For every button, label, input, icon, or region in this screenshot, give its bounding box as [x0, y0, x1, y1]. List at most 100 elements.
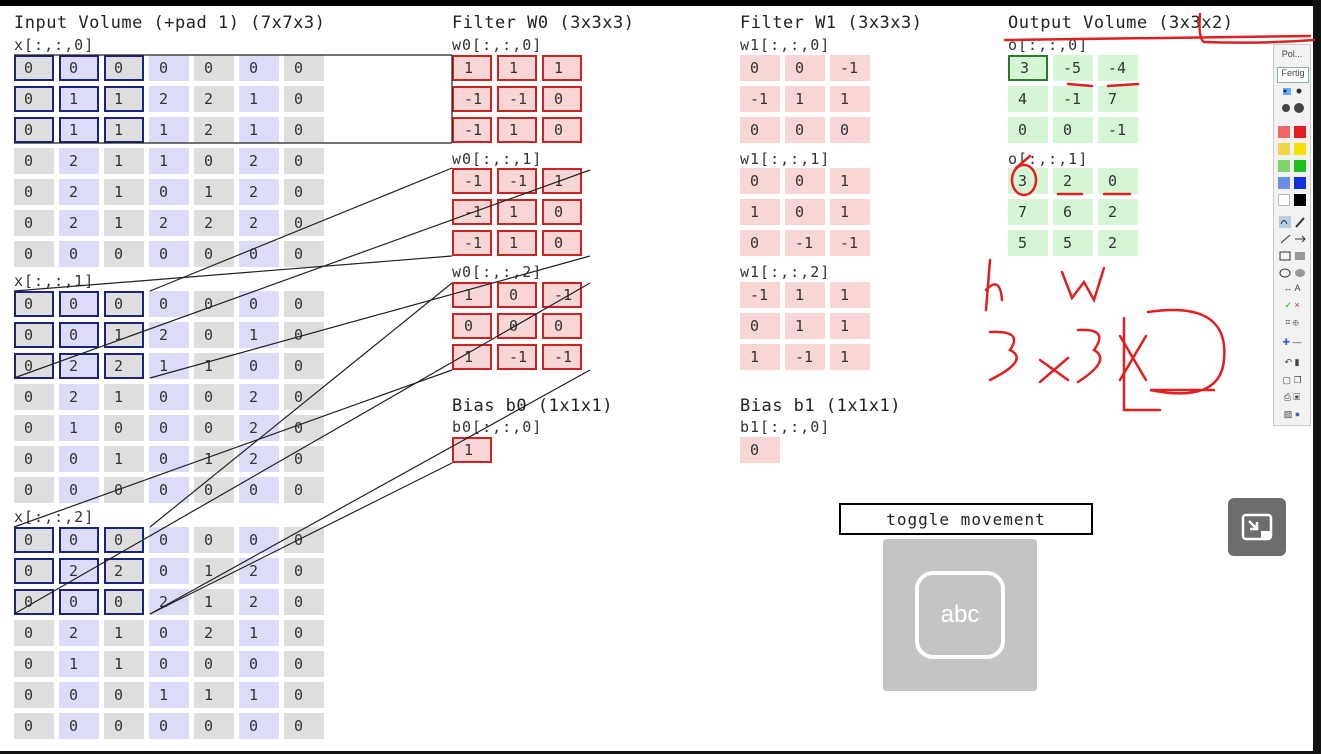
input-value-cell: 2 [239, 446, 279, 472]
ellipse-tool-icon[interactable] [1277, 266, 1307, 280]
input-value-cell: 0 [284, 179, 324, 205]
input-value-cell: 0 [59, 682, 99, 708]
input-value-cell: 1 [104, 179, 144, 205]
color-swatch-yellow[interactable] [1294, 143, 1306, 155]
exit-fullscreen-button[interactable] [1228, 498, 1286, 556]
color-swatch-green[interactable] [1294, 160, 1306, 172]
input-value-cell: 0 [284, 682, 324, 708]
input-value-cell: 0 [149, 477, 189, 503]
input-value-cell: 0 [104, 415, 144, 441]
w0-value-cell: 1 [452, 55, 492, 81]
select-zoom-tool-icon[interactable]: ⌗ ⊕ [1277, 317, 1307, 331]
w1-value-cell: -1 [830, 230, 870, 256]
input-value-cell: 2 [149, 210, 189, 236]
input-value-cell: 1 [149, 148, 189, 174]
input-value-cell: 1 [59, 415, 99, 441]
output-value-cell: 6 [1053, 199, 1093, 225]
w0-value-cell: 0 [542, 86, 582, 112]
new-copy-tool-icon[interactable]: ▢ ❐ [1277, 375, 1307, 389]
pen-size-large-icon[interactable] [1277, 101, 1307, 115]
toolbar-done-button[interactable]: Fertig [1277, 67, 1309, 83]
undo-delete-tool-icon[interactable]: ↶ ▮ [1277, 357, 1307, 371]
color-swatch-light-blue[interactable] [1278, 177, 1290, 189]
input-value-cell: 0 [14, 55, 54, 81]
input-volume-title: Input Volume (+pad 1) (7x7x3) [14, 13, 326, 33]
bias-b0-label: b0[:,:,0] [452, 418, 543, 436]
input-value-cell: 1 [59, 86, 99, 112]
keyboard-toggle-button[interactable]: abc [883, 539, 1037, 691]
color-swatch-blue[interactable] [1294, 177, 1306, 189]
input-value-cell: 0 [239, 651, 279, 677]
input-value-cell: 0 [14, 322, 54, 348]
input-value-cell: 0 [14, 179, 54, 205]
ink-letter-h [984, 258, 1004, 312]
color-swatch-white[interactable] [1278, 194, 1290, 206]
bias-b1-title: Bias b1 (1x1x1) [740, 396, 902, 416]
freehand-pen-icon[interactable] [1277, 215, 1307, 229]
ink-digit-2 [1146, 308, 1226, 395]
image-help-tool-icon[interactable]: ▨ ● [1277, 409, 1307, 423]
w1-value-cell: 1 [830, 86, 870, 112]
input-value-cell: 0 [14, 353, 54, 379]
move-minimize-tool-icon[interactable]: ✚ — [1277, 337, 1307, 351]
input-value-cell: 0 [104, 713, 144, 739]
w1-value-cell: 0 [785, 199, 825, 225]
input-value-cell: 2 [239, 415, 279, 441]
w1-value-cell: 1 [830, 282, 870, 308]
w1-value-cell: 1 [830, 199, 870, 225]
input-value-cell: 0 [284, 651, 324, 677]
input-value-cell: 0 [194, 651, 234, 677]
color-swatch-light-red[interactable] [1278, 126, 1290, 138]
ink-letter-x [1038, 356, 1070, 384]
w1-value-cell: 0 [740, 55, 780, 81]
color-swatch-red[interactable] [1294, 126, 1306, 138]
w0-value-cell: 0 [542, 313, 582, 339]
bottom-edge-bar [0, 751, 1321, 754]
w0-value-cell: -1 [497, 168, 537, 194]
color-swatch-light-yellow[interactable] [1278, 143, 1290, 155]
line-tool-icon[interactable] [1277, 232, 1307, 246]
input-value-cell: 2 [59, 558, 99, 584]
w1-value-cell: 1 [785, 282, 825, 308]
color-swatch-black[interactable] [1294, 194, 1306, 206]
w0-slice-1-label: w0[:,:,1] [452, 150, 543, 168]
input-value-cell: 0 [194, 477, 234, 503]
text-tool-icon[interactable]: ↔ A [1277, 283, 1307, 297]
arrow-both-icon: ↔ [1283, 283, 1293, 293]
print-save-tool-icon[interactable]: ⎙ ▣ [1277, 392, 1307, 406]
input-value-cell: 1 [149, 682, 189, 708]
new-page-icon: ▢ [1282, 375, 1291, 385]
ink-letter-w [1060, 266, 1106, 304]
w1-value-cell: 0 [785, 55, 825, 81]
input-value-cell: 0 [194, 55, 234, 81]
input-value-cell: 2 [149, 86, 189, 112]
output-value-cell: 0 [1098, 168, 1138, 194]
w1-value-cell: 0 [785, 117, 825, 143]
w0-value-cell: 0 [542, 199, 582, 225]
trash-icon: ▮ [1294, 357, 1300, 367]
check-cross-tool-icon[interactable]: ✓ × [1277, 300, 1307, 314]
input-value-cell: 0 [14, 589, 54, 615]
save-icon: ▣ [1293, 392, 1301, 402]
pen-size-small-icon[interactable] [1277, 85, 1307, 97]
color-swatch-light-green[interactable] [1278, 160, 1290, 172]
toggle-movement-button[interactable]: toggle movement [839, 503, 1093, 535]
minus-icon: — [1292, 337, 1302, 347]
output-value-cell: -1 [1053, 86, 1093, 112]
output-slice-0-label: o[:,:,0] [1008, 36, 1089, 54]
input-value-cell: 0 [239, 477, 279, 503]
top-bar [0, 0, 1321, 6]
ink-letter-x2 [1118, 334, 1148, 382]
input-value-cell: 2 [149, 322, 189, 348]
bias-b1-label: b1[:,:,0] [740, 418, 831, 436]
input-value-cell: 2 [194, 86, 234, 112]
w0-value-cell: -1 [452, 230, 492, 256]
input-value-cell: 0 [149, 179, 189, 205]
input-value-cell: 1 [104, 148, 144, 174]
input-value-cell: 0 [14, 291, 54, 317]
input-value-cell: 0 [194, 713, 234, 739]
output-value-cell: 7 [1008, 199, 1048, 225]
input-value-cell: 0 [59, 589, 99, 615]
rectangle-tool-icon[interactable] [1277, 249, 1307, 263]
